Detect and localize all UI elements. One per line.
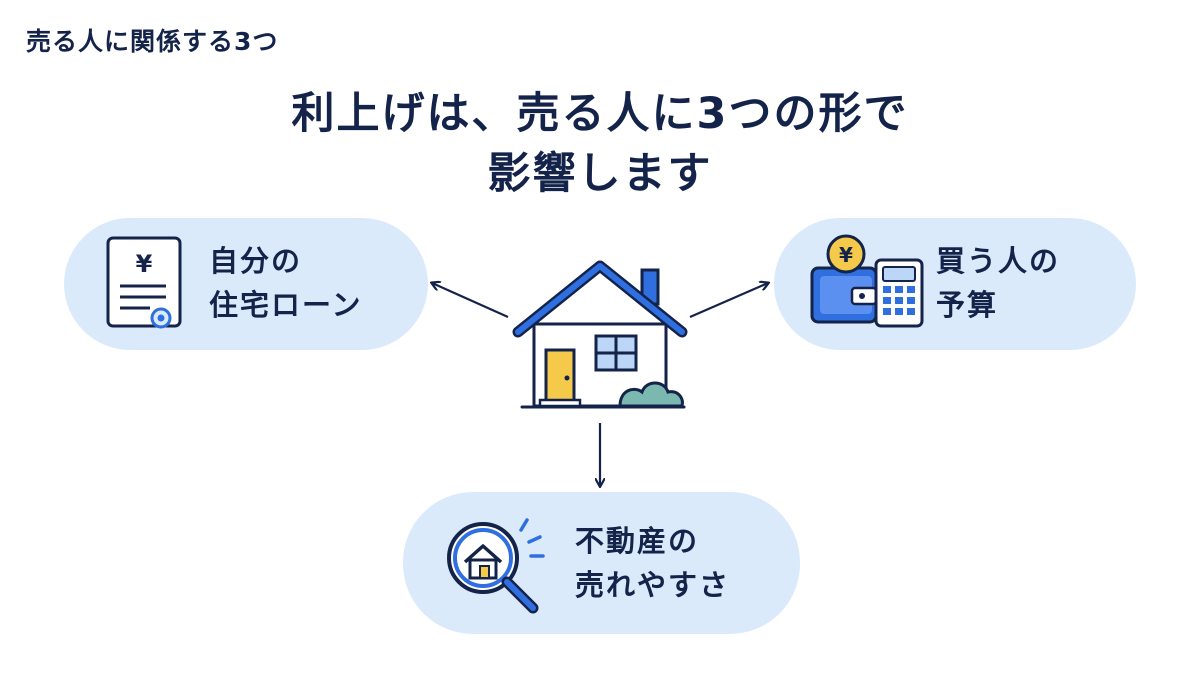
magnifier-house-icon <box>437 510 561 618</box>
node-ease-of-sale: 不動産の 売れやすさ <box>403 492 800 634</box>
node-buyer-budget-label: 買う人の 予算 <box>936 239 1060 327</box>
node-buyer-budget-line-2: 予算 <box>936 288 999 322</box>
node-ease-of-sale-label: 不動産の 売れやすさ <box>575 519 730 607</box>
arrow-to-right <box>689 283 768 319</box>
node-home-loan: ¥ 自分の 住宅ローン <box>64 218 428 350</box>
wallet-calculator-icon: ¥ <box>808 230 928 334</box>
house-icon <box>512 260 688 412</box>
node-buyer-budget: ¥ 買う人の 予算 <box>774 218 1136 350</box>
node-home-loan-label: 自分の 住宅ローン <box>209 239 363 327</box>
svg-text:¥: ¥ <box>839 243 853 267</box>
node-ease-of-sale-line-1: 不動産の <box>575 524 700 558</box>
node-buyer-budget-line-1: 買う人の <box>936 244 1061 278</box>
headline-line-2: 影響します <box>487 149 713 199</box>
arrow-to-left <box>432 283 509 319</box>
headline: 利上げは、売る人に3つの形で 影響します <box>0 84 1200 204</box>
svg-text:¥: ¥ <box>136 250 153 278</box>
headline-line-1: 利上げは、売る人に3つの形で <box>291 89 909 139</box>
node-home-loan-line-1: 自分の <box>209 244 303 278</box>
node-home-loan-line-2: 住宅ローン <box>209 288 363 322</box>
yen-document-icon: ¥ <box>106 236 182 332</box>
section-label: 売る人に関係する3つ <box>26 27 279 56</box>
node-ease-of-sale-line-2: 売れやすさ <box>575 568 731 602</box>
